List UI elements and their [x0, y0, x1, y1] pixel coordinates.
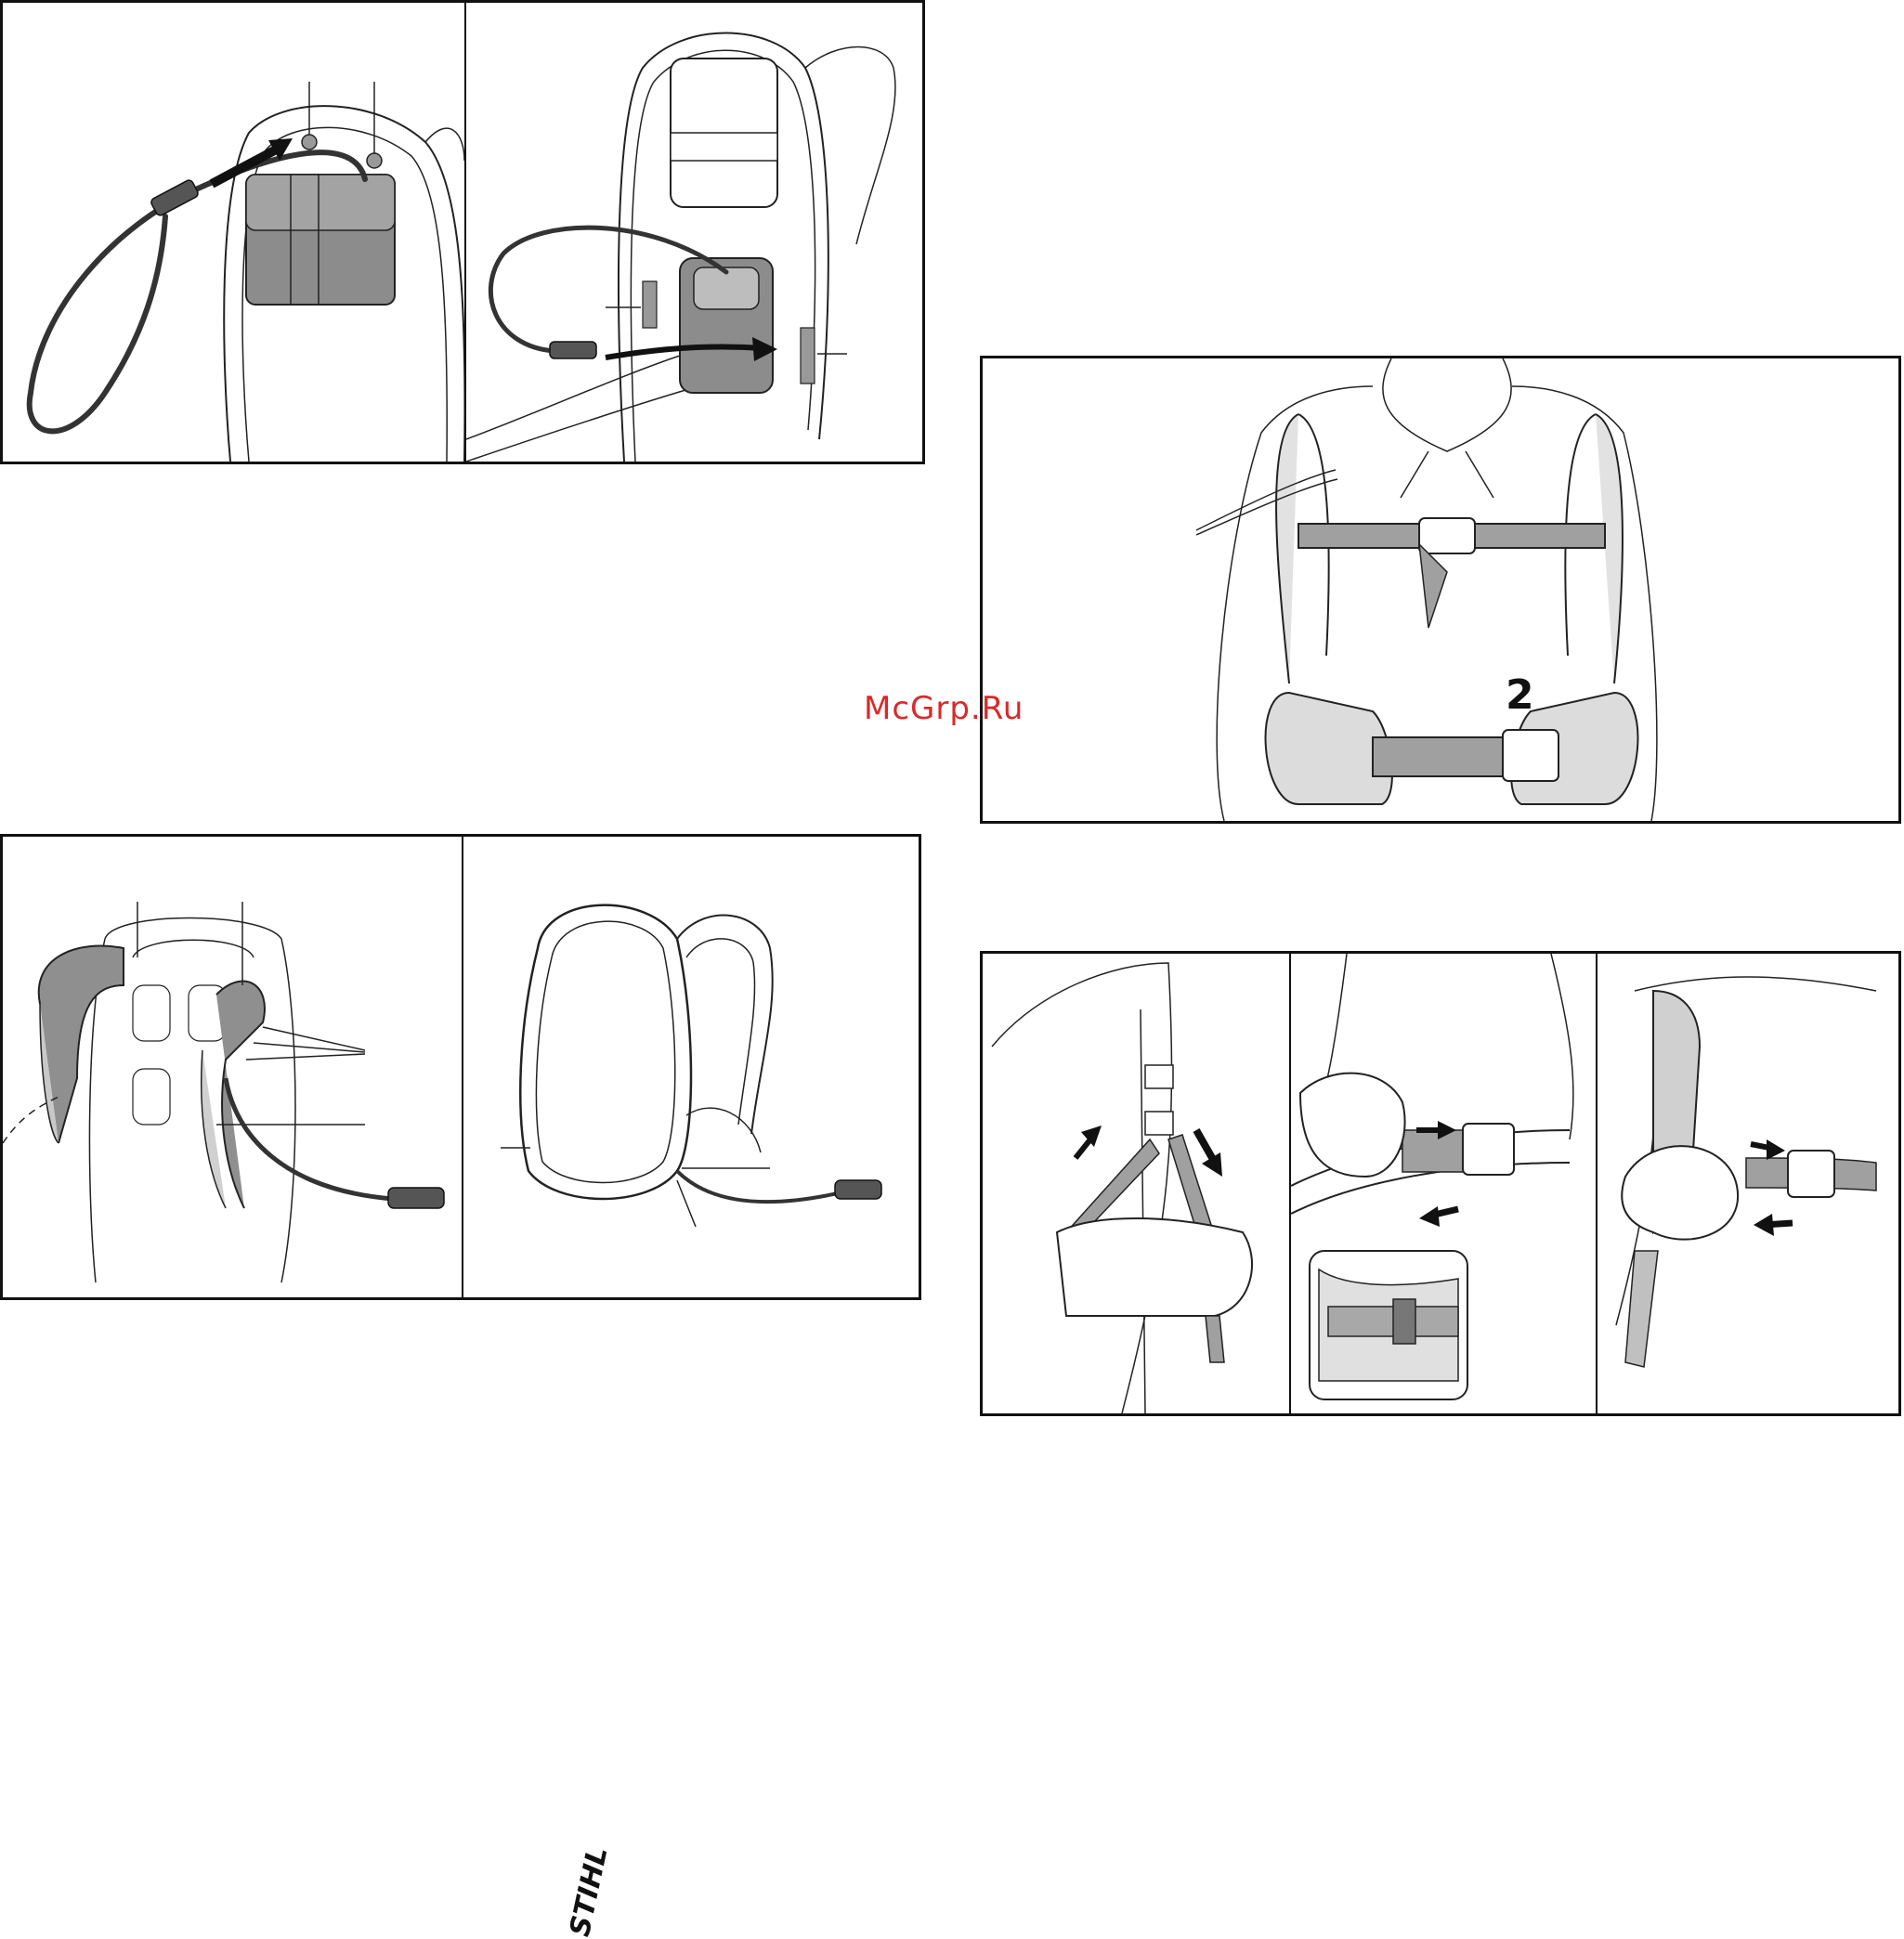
illustration-tighten-hip-belt — [1291, 954, 1598, 1413]
figure-strap-adjustment — [980, 951, 1901, 1416]
figure-battery-insertion — [0, 0, 925, 464]
illustration-adjust-belt-end — [1598, 954, 1904, 1413]
illustration-tighten-shoulder-strap — [983, 954, 1289, 1413]
illustration-backpack-closed — [463, 837, 922, 1297]
watermark: McGrp.Ru — [864, 690, 1024, 727]
illustration-harness-back — [3, 837, 462, 1297]
illustration-harness-front — [983, 358, 1898, 821]
illustration-connect-cable — [3, 3, 464, 462]
illustration-insert-battery — [466, 3, 928, 462]
figure-chest-harness: 2 — [980, 356, 1901, 824]
figure-backpack-assembly: STIHL — [0, 834, 921, 1300]
stihl-logo: STIHL — [564, 1844, 615, 1939]
callout-number: 2 — [1506, 671, 1534, 719]
